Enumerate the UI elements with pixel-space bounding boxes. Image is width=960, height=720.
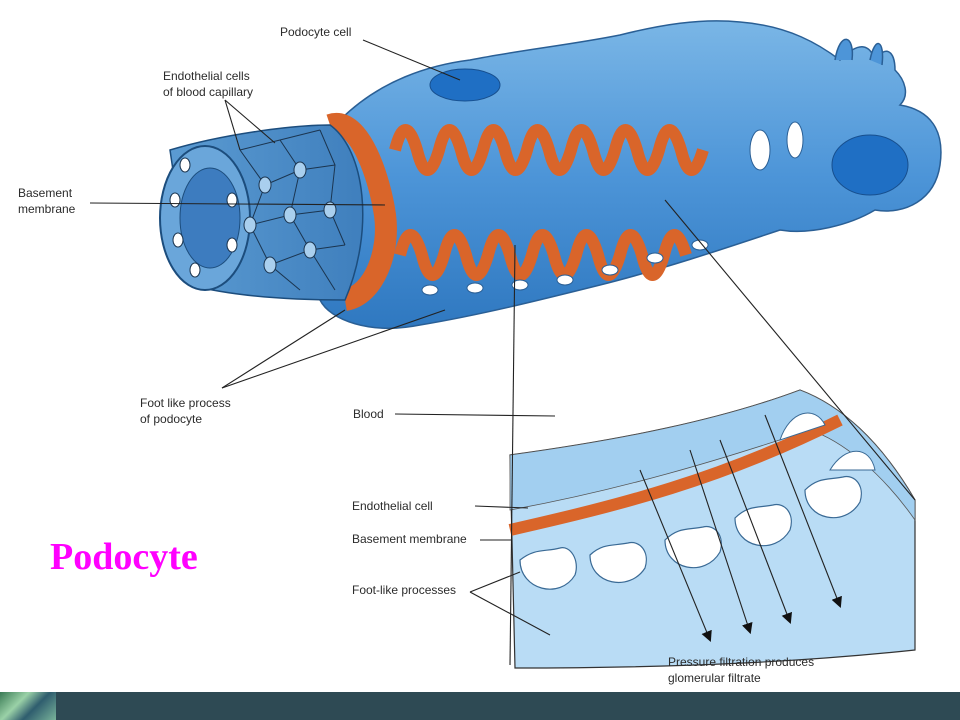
label-pressure-1: Pressure filtration produces (668, 655, 814, 669)
podocyte-nucleus-right (831, 134, 909, 196)
footer-thumbnail (0, 692, 56, 720)
projection-lines (509, 199, 916, 666)
label-basement-membrane: Basement membrane (352, 532, 467, 546)
basement-membrane-ring (326, 113, 397, 311)
label-foot-process-1: Foot like process (140, 396, 231, 410)
basement-membrane-folds-lower (394, 121, 804, 296)
magnified-section (508, 389, 916, 669)
label-podocyte-cell: Podocyte cell (280, 25, 351, 39)
slide-title: Podocyte (50, 536, 198, 578)
slide-footer (0, 692, 960, 720)
filtration-arrows (639, 414, 842, 643)
label-blood: Blood (353, 407, 384, 421)
capillary-tube (159, 124, 364, 301)
podocyte-nucleus (429, 68, 501, 102)
label-endothelial-cells-2: of blood capillary (163, 85, 253, 99)
label-basement-membrane-2: membrane (18, 202, 76, 216)
label-foot-process-2: of podocyte (140, 412, 202, 426)
label-foot-like-processes: Foot-like processes (352, 583, 456, 597)
footer-bar (56, 692, 960, 720)
podocyte-body (319, 20, 942, 329)
leader-lines (89, 39, 556, 636)
label-endothelial-cell: Endothelial cell (352, 499, 433, 513)
label-pressure-2: glomerular filtrate (668, 671, 761, 685)
label-basement-membrane-1: Basement (18, 186, 73, 200)
label-endothelial-cells-1: Endothelial cells (163, 69, 250, 83)
basement-membrane-folds-upper (389, 124, 709, 176)
